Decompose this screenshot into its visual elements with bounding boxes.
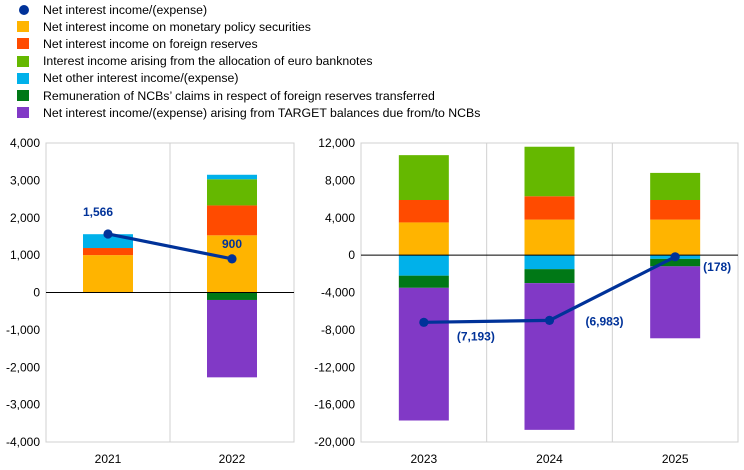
x-tick-label: 2025 [662,452,689,466]
legend-swatch [17,72,29,84]
net-interest-point [544,315,555,325]
bar-segment [207,292,257,300]
legend-item: Remuneration of NCBs’ claims in respect … [16,87,736,104]
bar-segment [524,146,575,197]
legend-label: Net interest income on monetary policy s… [43,19,311,34]
bar-segment [524,255,575,270]
y-tick-label: 8,000 [325,173,355,187]
bar-segment [398,199,449,223]
bar-segment [398,255,449,276]
chart-legend: Net interest income/(expense) Net interes… [16,1,736,121]
y-tick-label: 0 [33,286,40,300]
y-tick-label: -2,000 [6,360,40,374]
bar-segment [650,258,701,267]
y-tick-label: 4,000 [325,211,355,225]
legend-item: Net other interest income/(expense) [16,70,736,87]
net-interest-point [670,252,680,262]
bar-segment [207,299,257,378]
y-tick-label: 2,000 [10,211,40,225]
x-tick-label: 2021 [95,452,122,466]
x-tick-label: 2024 [536,452,563,466]
chart-panel-2: -20,000 -16,000 -12,000 -8,000 -4,000 0 4,000 8… [314,136,739,466]
data-label: 1,566 [83,205,113,219]
y-tick-label: 3,000 [10,173,40,187]
y-tick-label: -16,000 [314,398,355,412]
bar-segment [207,174,257,180]
bar-segment [207,179,257,206]
y-tick-label: -4,000 [6,435,40,449]
legend-item: Net interest income on foreign reserves [16,35,736,52]
x-tick-label: 2022 [219,452,246,466]
legend-item: Net interest income on monetary policy s… [16,18,736,35]
bar-segment [83,255,133,293]
legend-swatch [17,38,29,50]
net-interest-point [419,317,429,327]
bar-segment [398,222,449,256]
legend-label: Net interest income on foreign reserves [43,36,258,51]
bar-segment [650,199,701,220]
bar-segment [650,266,701,339]
net-interest-point [227,254,237,264]
data-label: (178) [703,260,731,274]
net-interest-point [103,229,113,239]
legend-swatch [17,90,29,102]
y-tick-label: 0 [348,248,355,262]
legend-item: Net interest income/(expense) [16,1,736,18]
net-interest-line [107,232,233,261]
bar-segment [398,275,449,288]
x-tick-label: 2023 [410,452,437,466]
y-tick-label: -4,000 [321,286,355,300]
y-tick-label: -1,000 [6,323,40,337]
legend-label: Net interest income/(expense) arising fr… [43,105,481,120]
plot-frame [360,142,739,443]
legend-item: Interest income arising from the allocat… [16,53,736,70]
legend-label: Net interest income/(expense) [43,2,208,17]
data-label: (6,983) [586,314,624,328]
y-tick-label: -8,000 [321,323,355,337]
bar-segment [524,196,575,220]
y-tick-label: -3,000 [6,398,40,412]
y-tick-label: -12,000 [314,360,355,374]
bar-segment [524,283,575,430]
y-tick-label: 4,000 [10,136,40,150]
bar-segment [207,205,257,236]
bar-segment [83,248,133,256]
bar-segment [398,287,449,421]
bar-segment [650,172,701,200]
legend-swatch [17,21,29,33]
legend-label: Net other interest income/(expense) [43,71,239,86]
legend-label: Remuneration of NCBs’ claims in respect … [43,88,435,103]
bar-segment [524,219,575,256]
bar-segment [524,269,575,284]
legend-swatch [17,107,29,119]
y-tick-label: -20,000 [314,435,355,449]
data-label: (7,193) [457,329,495,343]
y-tick-label: 1,000 [10,248,40,262]
data-label: 900 [222,237,242,251]
chart-panel-1: -4,000 -3,000 -2,000 -1,000 0 1,000 2,000 3,000… [6,136,295,466]
legend-item: Net interest income/(expense) arising fr… [16,104,736,121]
bar-segment [398,155,449,200]
y-tick-label: 12,000 [318,136,355,150]
legend-label: Interest income arising from the allocat… [43,54,373,69]
bar-segment [650,219,701,256]
legend-dot-icon [16,4,31,16]
bar-segment [207,235,257,293]
legend-swatch [17,55,29,67]
